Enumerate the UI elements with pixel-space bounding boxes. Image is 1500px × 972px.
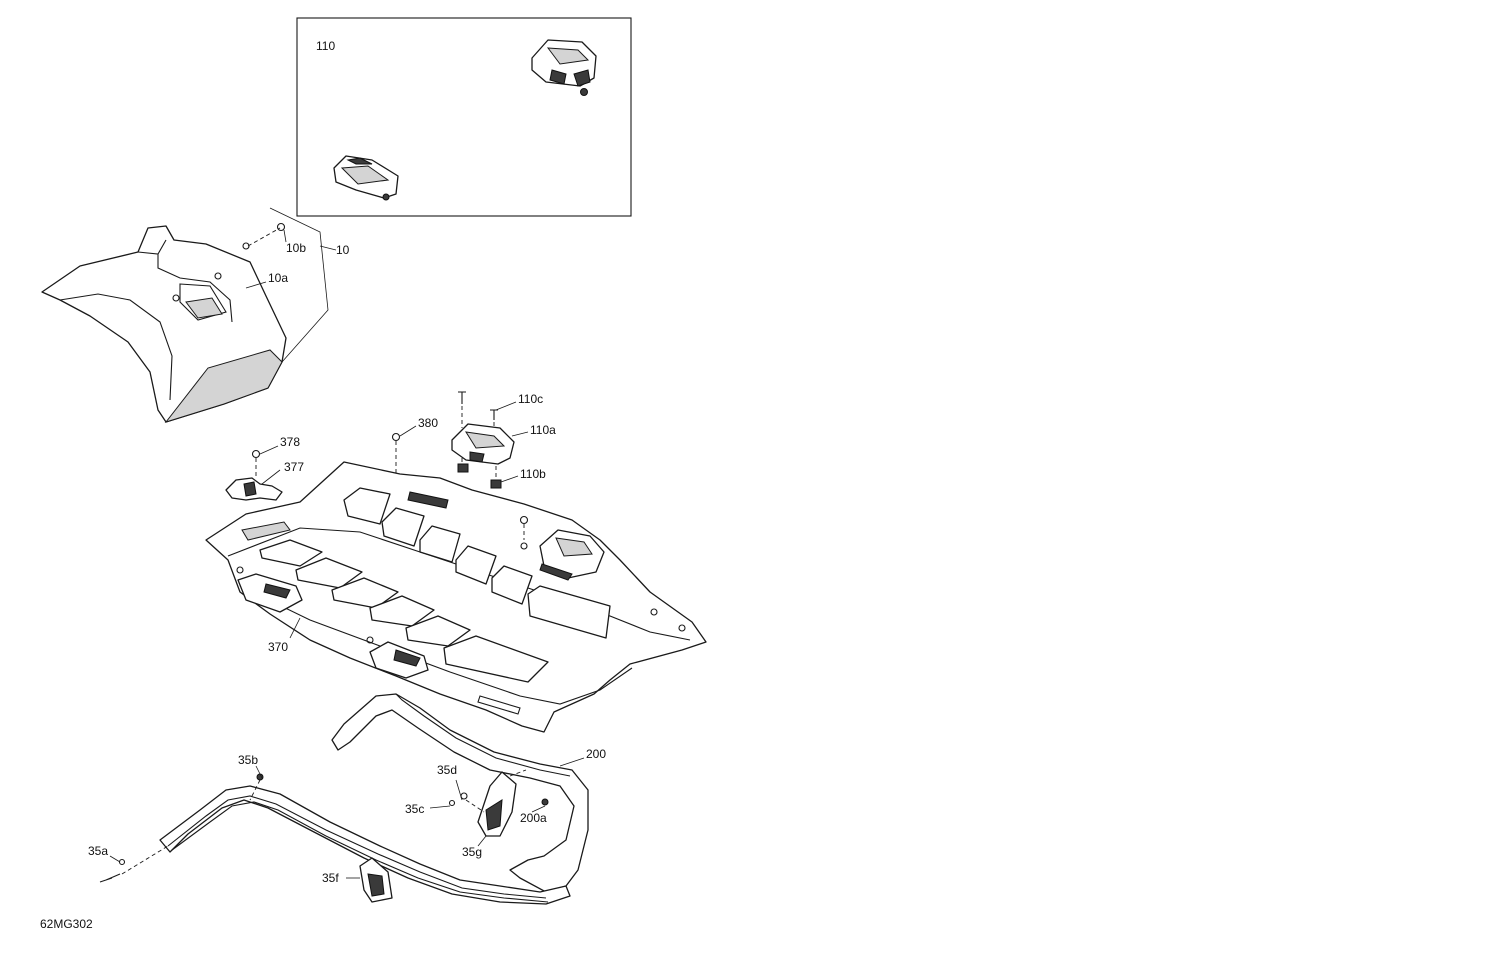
callout-labels: 110 10 10a 10b 378 377 380 110c 110a 110… [40,39,606,931]
callout-10b: 10b [286,241,306,255]
leader-lines [109,229,585,879]
callout-380: 380 [418,416,438,430]
callout-35c: 35c [405,802,424,816]
callout-10a: 10a [268,271,288,285]
bracket-377 [225,449,283,501]
rear-cover-assembly-10 [41,207,329,423]
callout-110b: 110b [520,467,546,481]
callout-377: 377 [284,460,304,474]
screw-35c-icon [448,799,456,807]
screw-110c-right-icon [490,409,498,420]
callout-200a: 200a [520,811,547,825]
nut-200a-icon [541,798,549,806]
screw-380-icon [391,432,401,442]
fasteners-top [391,391,502,489]
bolt-35a-icon [99,873,121,883]
inset-kit-110 [296,17,632,217]
callout-378: 378 [280,435,300,449]
callout-35f: 35f [322,871,339,885]
drawing-code: 62MG302 [40,917,93,931]
nut-110b-right-icon [490,479,502,489]
nut-110b-left-icon [457,463,469,473]
callout-35b: 35b [238,753,258,767]
handle-part-upper [531,39,597,96]
fasteners-35 [99,773,485,883]
screw-110c-left-icon [458,391,466,404]
callout-35g: 35g [462,845,482,859]
callout-370: 370 [268,640,288,654]
handle-part-lower [333,155,399,201]
washer-35a-icon [118,858,126,866]
callout-110c: 110c [518,392,543,406]
callout-35d: 35d [437,763,457,777]
callout-10: 10 [336,243,350,257]
handle-110a [451,423,515,465]
washer-35d-icon [460,792,468,800]
nut-35b-icon [256,773,264,781]
callout-110a: 110a [530,423,556,437]
inset-frame [296,17,632,217]
bracket-200 [331,693,589,893]
cargo-tray-370 [205,461,707,733]
callout-200: 200 [586,747,606,761]
callout-110: 110 [316,39,335,53]
fastener-10b-icon [276,222,286,232]
callout-35a: 35a [88,844,108,858]
screw-378-icon [251,449,261,459]
cross-bar-35f [159,785,571,905]
